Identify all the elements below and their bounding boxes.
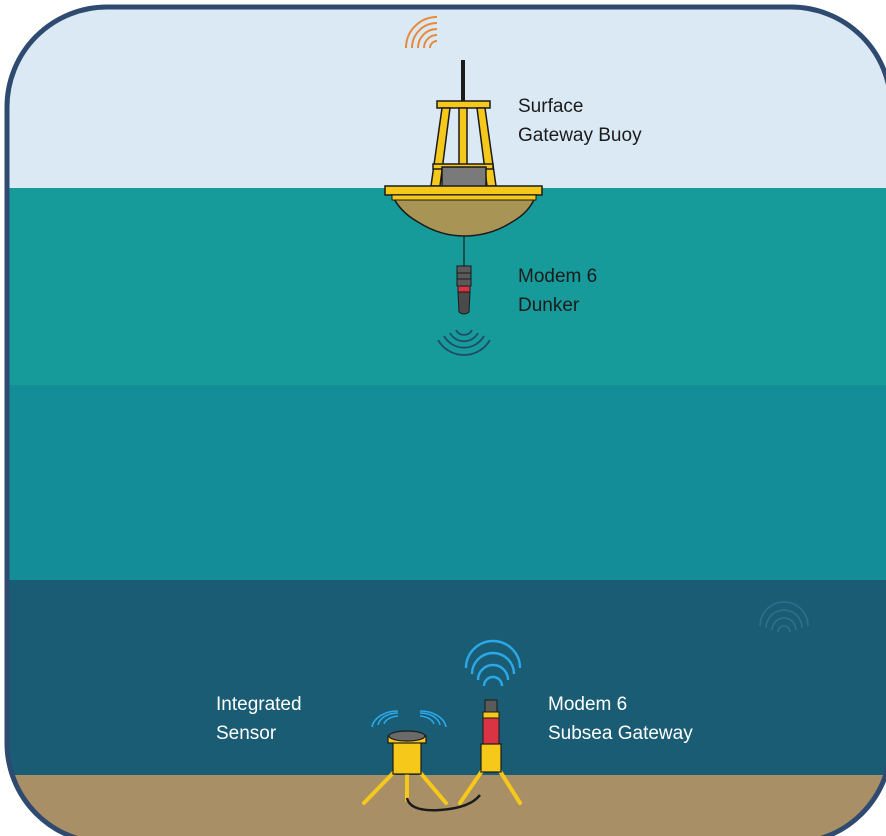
- label-line: Integrated: [216, 694, 302, 715]
- buoy-panel: [441, 166, 487, 188]
- acoustic-signal-icon: [759, 601, 809, 633]
- acoustic-signal-icon: [371, 710, 447, 728]
- label-integrated-sensor: Integrated Sensor: [216, 690, 302, 748]
- label-line: Modem 6: [518, 266, 598, 287]
- label-modem-6-subsea-gateway: Modem 6 Subsea Gateway: [548, 690, 693, 748]
- diagram-frame: [4, 4, 886, 836]
- label-surface-gateway-buoy: Surface Gateway Buoy: [518, 92, 642, 150]
- sensor-link-cable: [405, 794, 481, 812]
- integrated-sensor: [362, 710, 448, 805]
- seabed-layer: [7, 775, 886, 836]
- label-line: Dunker: [518, 295, 580, 316]
- wifi-signal-icon: [405, 16, 438, 49]
- buoy-hull-band: [391, 194, 537, 201]
- deep-water-layer: [7, 580, 886, 776]
- acoustic-signal-icon: [464, 639, 522, 687]
- label-line: Gateway Buoy: [518, 125, 642, 146]
- label-line: Surface: [518, 96, 584, 117]
- label-line: Subsea Gateway: [548, 723, 693, 744]
- acoustic-signal-icon: [437, 329, 491, 356]
- label-modem-6-dunker: Modem 6 Dunker: [518, 262, 597, 320]
- buoy-deck: [384, 185, 543, 196]
- modem-6-subsea-gateway: [458, 639, 522, 805]
- sky-layer: [7, 7, 886, 190]
- surface-gateway-buoy: [384, 16, 543, 237]
- label-line: Sensor: [216, 723, 277, 744]
- modem-6-dunker: [437, 265, 491, 356]
- mid-water-layer: [7, 385, 886, 581]
- label-line: Modem 6: [548, 694, 628, 715]
